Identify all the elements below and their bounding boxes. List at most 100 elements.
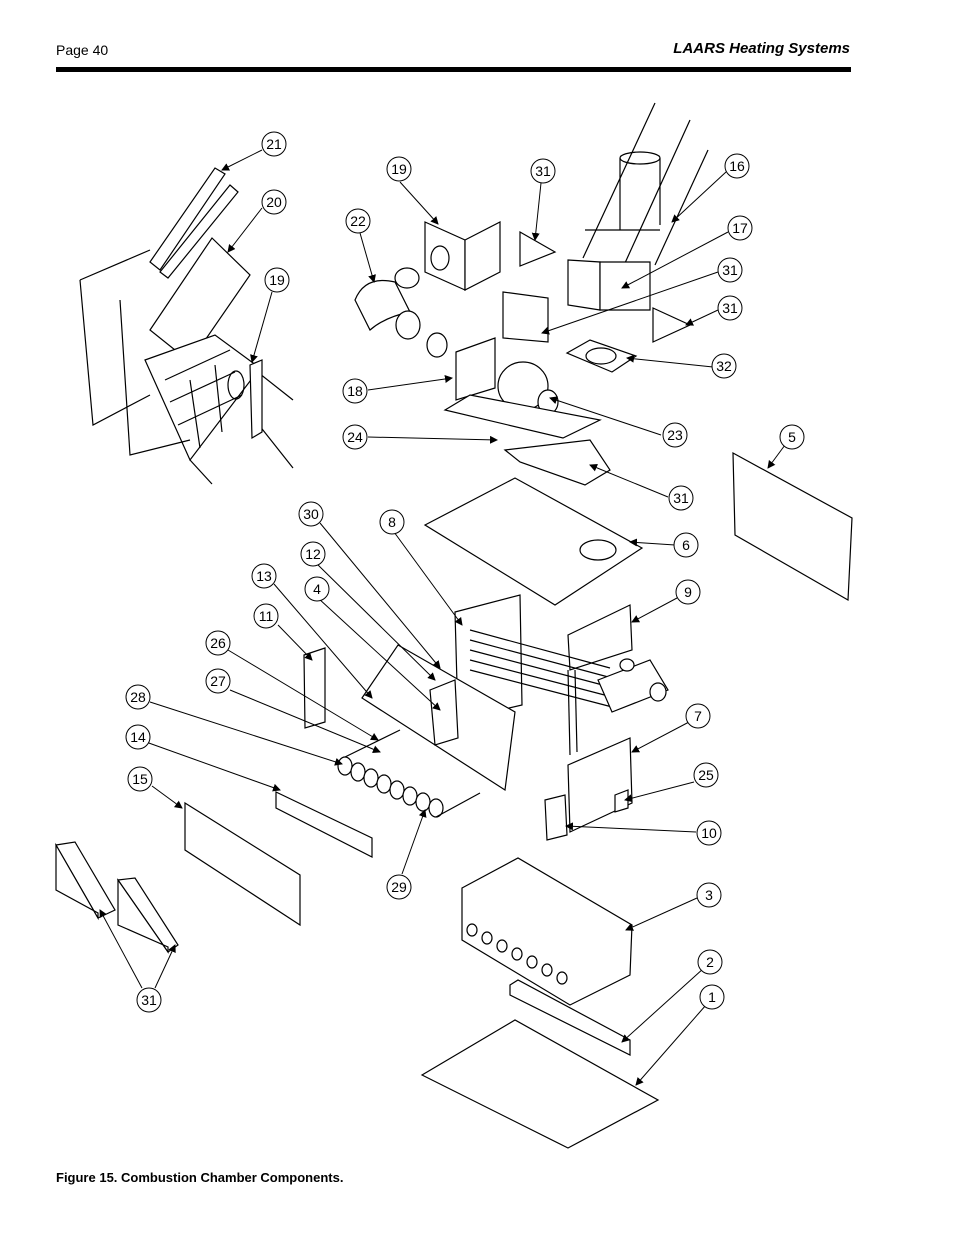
part-bracket-7	[567, 737, 633, 833]
svg-text:31: 31	[535, 163, 551, 179]
svg-text:7: 7	[694, 708, 702, 724]
svg-text:22: 22	[350, 213, 366, 229]
callout-9: 9	[675, 579, 701, 605]
callout-30: 30	[298, 501, 324, 527]
brand-name: LAARS Heating Systems	[673, 40, 850, 57]
svg-text:8: 8	[388, 514, 396, 530]
callout-3: 3	[696, 882, 722, 908]
callout-17: 17	[727, 215, 753, 241]
callout-31d: 31	[668, 485, 694, 511]
part-left-panel-b-face	[117, 878, 169, 954]
part-door-frame	[144, 334, 261, 462]
svg-text:2: 2	[706, 954, 714, 970]
svg-text:11: 11	[259, 608, 274, 624]
callout-12: 12	[300, 541, 326, 567]
part-top-panel	[423, 477, 644, 606]
svg-text:31: 31	[673, 490, 689, 506]
callout-27: 27	[205, 668, 231, 694]
svg-text:17: 17	[732, 220, 748, 236]
callout-32: 32	[711, 353, 737, 379]
callout-4: 4	[304, 576, 330, 602]
callout-1: 1	[699, 984, 725, 1010]
callout-20: 20	[261, 189, 287, 215]
part-gasket-step	[503, 439, 611, 486]
part-front-strip	[509, 979, 631, 1056]
exploded-parts-diagram: 21 20 19 19 22 31 16 17 31 31 32 18 23 2…	[55, 102, 853, 1149]
svg-text:28: 28	[130, 689, 146, 705]
part-base-panel	[420, 1019, 660, 1149]
part-burner-tubes	[337, 729, 481, 818]
callout-31c: 31	[717, 295, 743, 321]
header-rule	[56, 67, 851, 72]
callout-26: 26	[205, 630, 231, 656]
page-number: Page 40	[56, 42, 109, 58]
callout-19a: 19	[264, 267, 290, 293]
svg-text:13: 13	[256, 568, 272, 584]
part-blower-gasket	[443, 394, 602, 439]
part-door-side	[249, 359, 263, 440]
part-drawings	[55, 102, 853, 1149]
callout-28: 28	[125, 684, 151, 710]
svg-text:5: 5	[788, 429, 796, 445]
callout-25: 25	[693, 762, 719, 788]
svg-text:14: 14	[130, 729, 146, 745]
svg-text:31: 31	[722, 300, 738, 316]
part-hx-right-baffle	[567, 604, 633, 671]
callout-7: 7	[685, 703, 711, 729]
callout-10: 10	[696, 820, 722, 846]
svg-text:1: 1	[708, 989, 716, 1005]
callout-5: 5	[779, 424, 805, 450]
part-side-panel	[732, 451, 853, 602]
figure-caption: Figure 15. Combustion Chamber Components…	[56, 1170, 344, 1185]
callout-22: 22	[345, 208, 371, 234]
svg-text:18: 18	[347, 383, 363, 399]
svg-text:9: 9	[684, 584, 692, 600]
callout-29: 29	[386, 874, 412, 900]
callout-6: 6	[673, 532, 699, 558]
svg-text:23: 23	[667, 427, 683, 443]
part-gasket-strip	[149, 167, 226, 271]
callout-24: 24	[342, 424, 368, 450]
svg-text:25: 25	[698, 767, 714, 783]
svg-text:4: 4	[313, 581, 321, 597]
callout-2: 2	[697, 949, 723, 975]
svg-text:19: 19	[269, 272, 285, 288]
callout-31b: 31	[717, 257, 743, 283]
svg-text:31: 31	[141, 992, 157, 1008]
part-combustion-chamber	[461, 857, 633, 1006]
callout-21: 21	[261, 131, 287, 157]
svg-text:3: 3	[705, 887, 713, 903]
leader-lines	[99, 149, 786, 1086]
callout-13: 13	[251, 563, 277, 589]
part-elbow-flange	[464, 221, 501, 291]
part-triangle-gasket-2	[652, 307, 692, 343]
svg-text:6: 6	[682, 537, 690, 553]
callout-16: 16	[724, 153, 750, 179]
callout-31e: 31	[136, 987, 162, 1013]
svg-text:24: 24	[347, 429, 363, 445]
svg-text:12: 12	[305, 546, 321, 562]
svg-text:20: 20	[266, 194, 282, 210]
callout-14: 14	[125, 724, 151, 750]
part-gasket-strip-2	[159, 184, 239, 279]
part-blower-mount	[455, 337, 496, 401]
part-left-panel-a-face	[55, 842, 99, 921]
callout-11: 11	[253, 603, 279, 629]
callout-31a: 31	[530, 158, 556, 184]
svg-text:21: 21	[266, 136, 282, 152]
svg-text:26: 26	[210, 635, 226, 651]
part-manifold	[275, 791, 373, 858]
callout-19b: 19	[386, 156, 412, 182]
svg-text:15: 15	[132, 771, 148, 787]
svg-text:27: 27	[210, 673, 226, 689]
part-burner-channel	[429, 679, 459, 746]
svg-text:32: 32	[716, 358, 732, 374]
part-front-panel-lower	[184, 801, 301, 927]
callout-23: 23	[662, 422, 688, 448]
part-triangle-gasket	[519, 230, 557, 267]
part-bracket-10	[544, 794, 568, 841]
part-flue-collar	[567, 259, 601, 311]
part-burner-rail	[303, 647, 326, 729]
svg-text:30: 30	[303, 506, 319, 522]
svg-text:31: 31	[722, 262, 738, 278]
